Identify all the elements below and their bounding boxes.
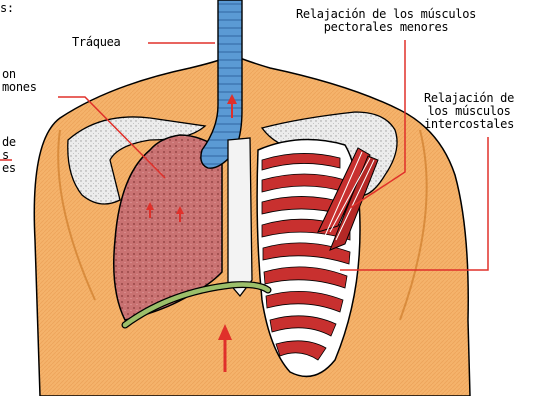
- left-label-fragment-a: s:: [0, 2, 14, 15]
- trachea-label: Tráquea: [72, 36, 120, 49]
- sternum: [228, 138, 252, 296]
- pectoral-label: Relajación de los músculos pectorales me…: [296, 8, 476, 34]
- left-label-fragment-c: de s es: [2, 136, 16, 175]
- left-label-fragment-b: on mones: [2, 68, 37, 94]
- intercostal-label: Relajación de los músculos intercostales: [424, 92, 514, 131]
